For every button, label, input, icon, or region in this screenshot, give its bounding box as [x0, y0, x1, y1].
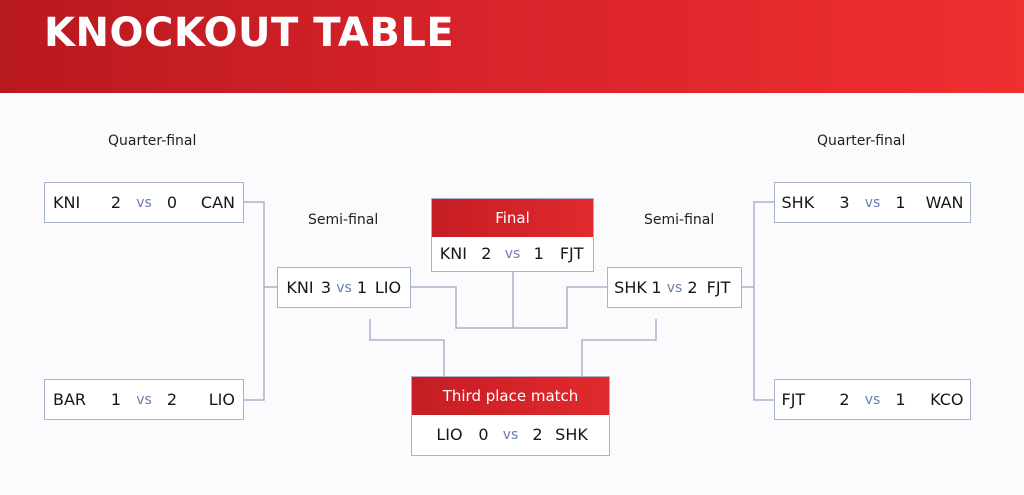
header-banner: KNOCKOUT TABLE	[0, 0, 1024, 93]
score-away: 1	[895, 390, 906, 409]
team-home: FJT	[781, 390, 806, 409]
final-score-row: KNI 2 vs 1 FJT	[432, 237, 593, 270]
team-away: FJT	[559, 244, 584, 263]
vs-label: vs	[502, 426, 519, 443]
match-qf-left-top[interactable]: KNI 2 vs 0 CAN	[44, 182, 244, 223]
match-sf-right[interactable]: SHK 1 vs 2 FJT	[607, 267, 742, 308]
connector-third-place	[369, 319, 657, 376]
score-away: 1	[533, 244, 544, 263]
team-home: SHK	[781, 193, 815, 212]
score-away: 0	[166, 193, 178, 212]
team-away: LIO	[374, 278, 402, 297]
round-label-quarter-final-left: Quarter-final	[108, 133, 197, 149]
score-home: 2	[481, 244, 492, 263]
team-away: WAN	[925, 193, 964, 212]
score-home: 1	[110, 390, 122, 409]
round-label-semi-final-left: Semi-final	[308, 212, 379, 228]
team-home: BAR	[53, 390, 87, 409]
connector-right-qf	[742, 201, 774, 401]
connector-left-qf	[244, 201, 277, 401]
score-home: 3	[320, 278, 332, 297]
match-sf-left[interactable]: KNI 3 vs 1 LIO	[277, 267, 411, 308]
team-away: LIO	[208, 390, 235, 409]
score-home: 3	[839, 193, 850, 212]
connector-final	[411, 272, 607, 329]
team-away: CAN	[200, 193, 235, 212]
score-home: 2	[839, 390, 850, 409]
match-qf-right-bottom[interactable]: FJT 2 vs 1 KCO	[774, 379, 971, 420]
vs-label: vs	[504, 245, 521, 262]
vs-label: vs	[336, 279, 352, 296]
team-home: KNI	[53, 193, 81, 212]
team-home: KNI	[439, 244, 467, 263]
score-home: 0	[478, 425, 489, 444]
final-banner: Final	[432, 199, 593, 237]
vs-label: vs	[136, 194, 152, 211]
third-place-score-row: LIO 0 vs 2 SHK	[412, 415, 609, 454]
vs-label: vs	[136, 391, 152, 408]
team-away: FJT	[706, 278, 731, 297]
round-label-semi-final-right: Semi-final	[644, 212, 715, 228]
team-away: KCO	[930, 390, 964, 409]
score-away: 2	[166, 390, 178, 409]
round-label-quarter-final-right: Quarter-final	[817, 133, 906, 149]
score-home: 1	[651, 278, 662, 297]
score-away: 1	[356, 278, 368, 297]
score-away: 2	[532, 425, 543, 444]
vs-label: vs	[666, 279, 683, 296]
team-home: KNI	[286, 278, 314, 297]
score-away: 1	[895, 193, 906, 212]
score-away: 2	[687, 278, 698, 297]
match-final[interactable]: Final KNI 2 vs 1 FJT	[431, 198, 594, 272]
match-qf-left-bottom[interactable]: BAR 1 vs 2 LIO	[44, 379, 244, 420]
vs-label: vs	[864, 391, 881, 408]
third-place-banner: Third place match	[412, 377, 609, 415]
score-home: 2	[110, 193, 122, 212]
match-qf-right-top[interactable]: SHK 3 vs 1 WAN	[774, 182, 971, 223]
page-title: KNOCKOUT TABLE	[44, 10, 455, 56]
team-away: SHK	[555, 425, 588, 444]
vs-label: vs	[864, 194, 881, 211]
team-home: SHK	[614, 278, 647, 297]
team-home: LIO	[436, 425, 463, 444]
match-third-place[interactable]: Third place match LIO 0 vs 2 SHK	[411, 376, 610, 456]
